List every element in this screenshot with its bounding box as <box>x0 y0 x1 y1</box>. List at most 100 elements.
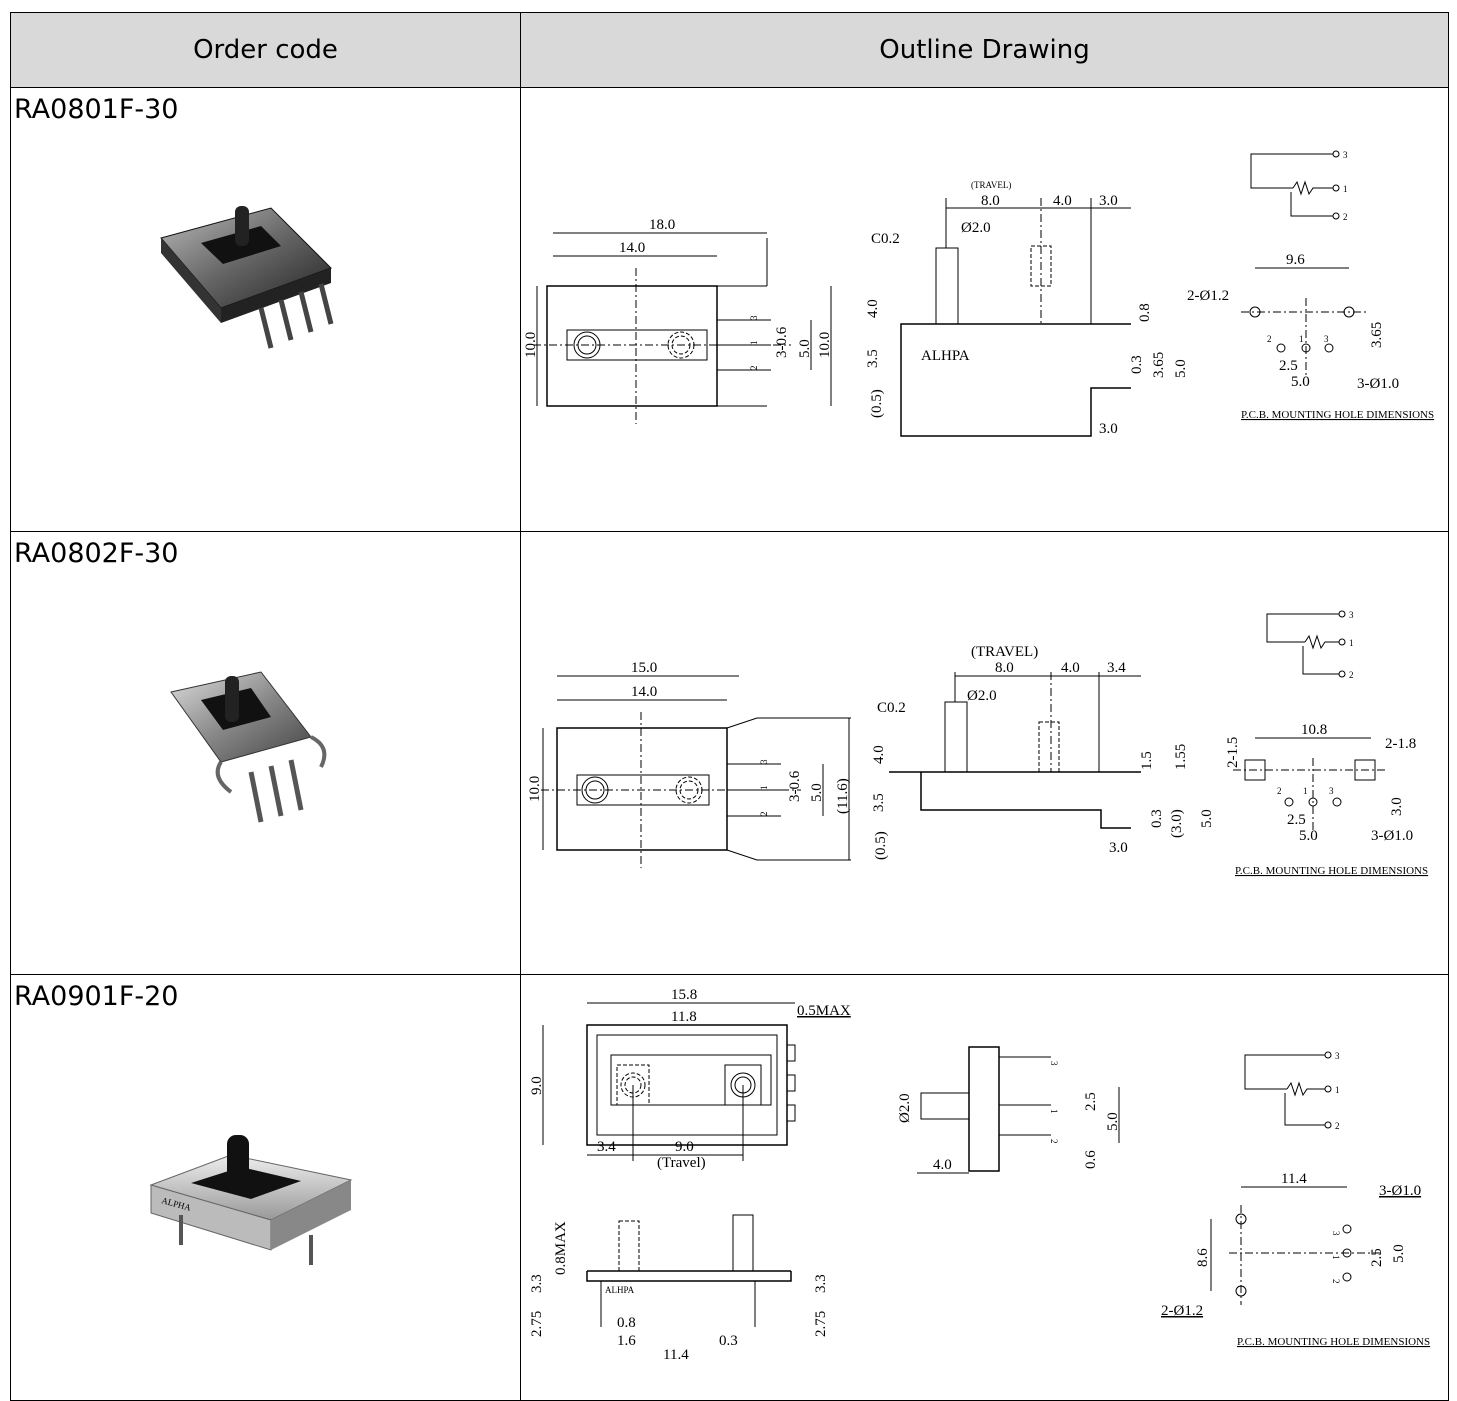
dim-5: 5.0 <box>809 783 825 802</box>
dim-4: 4.0 <box>933 1157 952 1173</box>
pcb-pin: 3 <box>1331 1231 1341 1236</box>
outline-drawing: 15.0 14.0 10.0 (11.6) 5.0 3-0.6 3 1 2 <box>527 610 1428 877</box>
dim-25: 2.5 <box>1287 812 1306 828</box>
schematic-pin: 3 <box>1349 610 1354 620</box>
dim-18: 18.0 <box>649 217 675 233</box>
pin-label: 3 <box>1049 1061 1059 1066</box>
spec-table: Order code Outline Drawing RA0801F-30 <box>10 12 1449 1401</box>
schematic-pin: 1 <box>1343 184 1348 194</box>
dim-03: 0.3 <box>1149 809 1165 828</box>
table-row: RA0801F-30 <box>10 87 1449 532</box>
dim-15: 15.0 <box>631 660 657 676</box>
pcb-caption: P.C.B. MOUNTING HOLE DIMENSIONS <box>1241 409 1434 421</box>
dim-118: 11.8 <box>671 1009 697 1025</box>
order-code-cell: RA0801F-30 <box>10 87 521 532</box>
pcb-hole-layout: 11.4 3-Ø1.0 8.6 2.5 5.0 2-Ø1.2 3 1 2 P.C… <box>1161 1171 1430 1348</box>
travel-label: (TRAVEL) <box>971 180 1011 190</box>
dim-108: 10.8 <box>1301 722 1327 738</box>
schematic: 3 1 2 <box>1244 1051 1340 1131</box>
outline-drawing: 15.8 11.8 0.5MAX 9.0 3.4 9.0 (Travel) Ø2… <box>529 987 1430 1363</box>
dim-3-bottom: 3.0 <box>1109 840 1128 856</box>
dim-phi2: Ø2.0 <box>967 688 997 704</box>
dim-3phi10: 3-Ø1.0 <box>1371 828 1413 844</box>
schematic-pin: 3 <box>1335 1051 1340 1061</box>
schematic-pin: 2 <box>1349 670 1354 680</box>
dim-03: 0.3 <box>719 1333 738 1349</box>
pcb-pin: 1 <box>1331 1255 1341 1260</box>
pcb-pin: 2 <box>1277 786 1282 796</box>
brand-label: ALHPA <box>921 348 970 364</box>
dim-25: 2.5 <box>1279 358 1298 374</box>
product-photo <box>160 206 334 349</box>
outline-drawing-cell: 18.0 14.0 10.0 10.0 5.0 3-0.6 3 1 2 <box>520 87 1449 532</box>
dim-3-bottom: 3.0 <box>1099 421 1118 437</box>
dim-34: 3.4 <box>597 1139 616 1155</box>
schematic-pin: 2 <box>1335 1121 1340 1131</box>
dim-114-pcb: 11.4 <box>1281 1171 1307 1187</box>
header-order-code: Order code <box>10 12 521 88</box>
pcb-hole-layout: 10.8 2-1.5 2-1.8 2.5 5.0 3.0 3-Ø1.0 2 1 … <box>1225 722 1428 877</box>
dim-5: 5.0 <box>797 339 813 358</box>
brand-label: ALHPA <box>605 1285 635 1295</box>
pin-label: 2 <box>1049 1139 1059 1144</box>
dim-25: 2.5 <box>1083 1092 1099 1111</box>
pcb-pin: 2 <box>1267 334 1272 344</box>
dim-114: 11.4 <box>663 1347 689 1363</box>
dim-3-06: 3-0.6 <box>787 770 803 802</box>
dim-30p: (3.0) <box>1169 809 1185 838</box>
dim-03: 0.3 <box>1129 355 1145 374</box>
order-code: RA0802F-30 <box>14 538 179 569</box>
pcb-pin: 3 <box>1329 786 1334 796</box>
dim-2phi12: 2-Ø1.2 <box>1187 288 1229 304</box>
table-row: RA0802F-30 <box>10 531 1449 975</box>
order-code-cell: RA0901F-20 ALPHA <box>10 974 521 1401</box>
header-outline-drawing: Outline Drawing <box>520 12 1449 88</box>
outline-drawing-cell: 15.0 14.0 10.0 (11.6) 5.0 3-0.6 3 1 2 <box>520 531 1449 975</box>
dim-phi2: Ø2.0 <box>897 1093 913 1123</box>
dim-5-pcb: 5.0 <box>1391 1244 1407 1263</box>
pcb-pin: 2 <box>1331 1279 1341 1284</box>
dim-08: 0.8 <box>1137 303 1153 322</box>
product-photo <box>170 671 327 823</box>
dim-4: 4.0 <box>1061 660 1080 676</box>
schematic: 3 1 2 <box>1250 150 1348 222</box>
schematic-pin: 3 <box>1343 150 1348 160</box>
side-view: (TRAVEL) 8.0 4.0 3.4 C0.2 Ø2.0 4.0 3.5 (… <box>871 644 1215 860</box>
dim-08max: 0.8MAX <box>553 1221 569 1275</box>
dim-158: 15.8 <box>671 987 697 1003</box>
table-row: RA0901F-20 ALPHA <box>10 974 1449 1401</box>
schematic-pin: 2 <box>1343 212 1348 222</box>
travel-label: (Travel) <box>657 1155 706 1171</box>
dim-2phi12: 2-Ø1.2 <box>1161 1303 1203 1319</box>
dim-33-right: 3.3 <box>813 1274 829 1293</box>
dim-2-18: 2-1.8 <box>1385 736 1416 752</box>
outline-drawing: 18.0 14.0 10.0 10.0 5.0 3-0.6 3 1 2 <box>523 150 1434 437</box>
product-photo: ALPHA <box>149 1135 353 1265</box>
dim-8: 8.0 <box>981 193 1000 209</box>
pin-label: 2 <box>749 366 759 371</box>
dim-2-15: 2-1.5 <box>1225 737 1241 768</box>
dim-3-pcb: 3.0 <box>1389 797 1405 816</box>
end-view: Ø2.0 4.0 2.5 5.0 0.6 3 1 2 <box>897 1046 1121 1174</box>
dim-06: 0.6 <box>1083 1150 1099 1169</box>
dim-35: 3.5 <box>865 349 881 368</box>
dim-08: 0.8 <box>617 1315 636 1331</box>
dim-4: 4.0 <box>1053 193 1072 209</box>
dim-14: 14.0 <box>619 240 645 256</box>
dim-5-side: 5.0 <box>1199 809 1215 828</box>
top-view: 18.0 14.0 10.0 10.0 5.0 3-0.6 3 1 2 <box>523 217 833 424</box>
dim-365: 3.65 <box>1151 352 1167 378</box>
pcb-pin: 1 <box>1303 786 1308 796</box>
dim-14: 14.0 <box>631 684 657 700</box>
dim-96: 9.6 <box>1286 252 1305 268</box>
dim-c02: C0.2 <box>871 231 900 247</box>
dim-16: 1.6 <box>617 1333 636 1349</box>
dim-5-pcb: 5.0 <box>1291 374 1310 390</box>
dim-9: 9.0 <box>529 1076 545 1095</box>
schematic-pin: 1 <box>1349 638 1354 648</box>
dim-10-left: 10.0 <box>523 332 539 358</box>
dim-15-side: 1.5 <box>1139 751 1155 770</box>
schematic-pin: 1 <box>1335 1085 1340 1095</box>
travel-label: (TRAVEL) <box>971 644 1038 660</box>
dim-05: (0.5) <box>873 831 889 860</box>
